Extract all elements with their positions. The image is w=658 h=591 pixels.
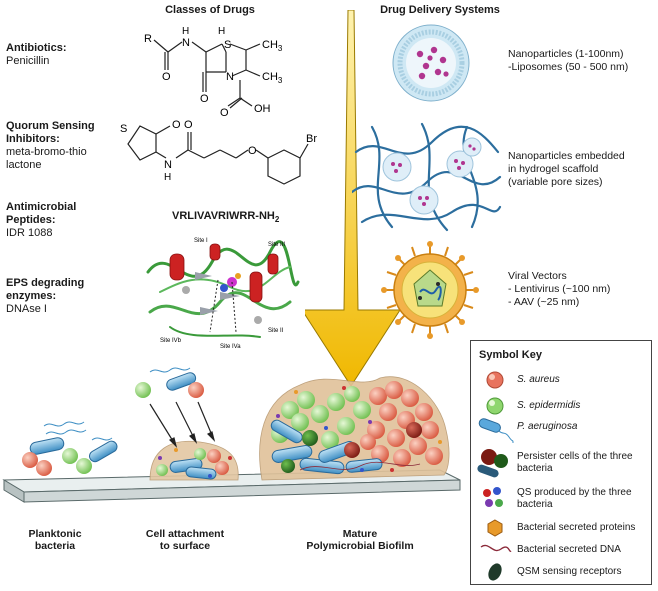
methyl-1-label: CH3 (262, 39, 283, 53)
key-label-proteins: Bacterial secreted proteins (517, 522, 636, 533)
key-label-qs: QS produced by the three bacteria (517, 487, 632, 510)
amp-example: IDR 1088 (6, 227, 53, 239)
viral-line-2: - Lentivirus (~100 nm) (508, 283, 611, 295)
key-row-dna: Bacterial secreted DNA (471, 537, 651, 563)
amide-n-label: N (182, 37, 190, 49)
peptide-sequence-subscript: 2 (274, 215, 280, 225)
hydrogel-description: Nanoparticles embedded in hydrogel scaff… (508, 150, 656, 189)
eps-title: EPS degrading enzymes: (6, 277, 85, 302)
key-label-receptors: QSM sensing receptors (517, 566, 622, 577)
ether-o-label: O (248, 145, 257, 157)
stage-mature-line-1: Mature (342, 528, 378, 540)
thio-s-label: S (120, 123, 127, 135)
stage-planktonic-line-2: bacteria (34, 540, 76, 552)
viral-line-1: Viral Vectors (508, 270, 567, 282)
penicillin-structure: R N H O H S N O CH3 CH3 O OH (144, 26, 283, 119)
aeruginosa-icon (478, 418, 514, 444)
key-row-aureus: S. aureus (471, 367, 651, 393)
bromine-label: Br (306, 133, 317, 145)
qsi-h-label: H (164, 172, 171, 183)
stage-attachment-label: Cell attachment to surface (130, 528, 240, 552)
site-1-label: Site I (194, 238, 208, 244)
site-2-label: Site II (268, 328, 284, 334)
biofilm-scene (2, 367, 461, 503)
carbonyl-o-label: O (220, 107, 229, 119)
viral-vector-description: Viral Vectors - Lentivirus (~100 nm) - A… (508, 270, 656, 309)
liposome-nanoparticle (392, 24, 470, 102)
viral-line-3: - AAV (~25 nm) (508, 296, 580, 308)
key-row-epidermidis: S. epidermidis (471, 393, 651, 419)
qsi-amide-o-label: O (184, 119, 193, 131)
site-4b-label: Site IVb (160, 338, 182, 344)
stage-attachment-line-2: to surface (159, 540, 211, 552)
eps-label: EPS degrading enzymes: DNAse I (6, 277, 116, 316)
receptor-icon (488, 563, 502, 581)
aureus-icon (486, 371, 504, 389)
peptide-sequence-text: VRLIVAVRIWRR-NH (172, 210, 275, 222)
dna-strand-icon (480, 544, 512, 552)
viral-vector (381, 241, 479, 339)
symbol-key: Symbol Key S. aureus S. epidermidis P. a… (470, 340, 652, 585)
ring-n-label: N (226, 71, 234, 83)
amp-label: Antimicrobial Peptides: IDR 1088 (6, 201, 116, 240)
hydroxyl-label: OH (254, 103, 271, 115)
qs-molecules-icon (483, 487, 503, 507)
amp-title: Antimicrobial Peptides: (6, 201, 77, 226)
stage-mature-label: Mature Polymicrobial Biofilm (290, 528, 430, 552)
sulfur-label: S (224, 39, 231, 51)
site-4a-label: Site IVa (220, 344, 241, 350)
persister-cells-icon (477, 449, 508, 478)
peptide-sequence: VRLIVAVRIWRR-NH2 (172, 210, 279, 224)
stage-attachment-line-1: Cell attachment (145, 528, 225, 540)
key-row-aeruginosa: P. aeruginosa (471, 417, 651, 447)
attachment-stage (135, 367, 239, 481)
mature-biofilm (259, 376, 450, 481)
key-label-dna: Bacterial secreted DNA (517, 544, 621, 555)
liposome-line-1: Nanoparticles (1-100nm) (508, 48, 624, 60)
drug-delivery-heading: Drug Delivery Systems (380, 4, 500, 16)
amide-h-label: H (182, 26, 189, 37)
stage-planktonic-line-1: Planktonic (28, 528, 82, 540)
lactam-o-label: O (200, 93, 209, 105)
dnase-enzyme-structure: Site I Site III Site IVb Site IVa Site I… (140, 232, 305, 352)
key-row-qs: QS produced by the three bacteria (471, 483, 651, 513)
symbol-key-title: Symbol Key (479, 349, 542, 361)
key-label-aureus: S. aureus (517, 374, 560, 385)
hexagon-icon (487, 519, 503, 537)
hydrogel-line-2: in hydrogel scaffold (508, 163, 599, 175)
methyl-2-label: CH3 (262, 71, 283, 85)
antibiotics-example: Penicillin (6, 55, 50, 67)
hydrogel-line-3: (variable pore sizes) (508, 176, 603, 188)
ring-h-label: H (218, 26, 225, 37)
qsi-label: Quorum Sensing Inhibitors: meta-bromo-th… (6, 120, 116, 172)
site-3-label: Site III (268, 242, 285, 248)
planktonic-bacteria (22, 421, 118, 476)
key-row-receptors: QSM sensing receptors (471, 559, 651, 585)
qsi-structure: S O N H O O Br (120, 119, 317, 185)
classes-of-drugs-heading: Classes of Drugs (165, 4, 255, 16)
stage-mature-line-2: Polymicrobial Biofilm (306, 540, 414, 552)
epidermidis-icon (486, 397, 504, 415)
stage-planktonic-label: Planktonic bacteria (10, 528, 100, 552)
key-row-persister: Persister cells of the three bacteria (471, 447, 651, 481)
r-group-label: R (144, 33, 152, 45)
qsi-example: meta-bromo-thio lactone (6, 146, 87, 171)
thio-o-label: O (172, 119, 181, 131)
key-label-aeruginosa: P. aeruginosa (517, 421, 578, 432)
amide-o-label: O (162, 71, 171, 83)
eps-example: DNAse I (6, 303, 47, 315)
liposome-line-2: -Liposomes (50 - 500 nm) (508, 61, 629, 73)
antibiotics-label: Antibiotics: Penicillin (6, 42, 116, 68)
hydrogel-scaffold (352, 122, 502, 232)
delivery-arrow (301, 10, 401, 387)
key-row-proteins: Bacterial secreted proteins (471, 515, 651, 541)
qsi-n-label: N (164, 159, 172, 171)
qsi-title: Quorum Sensing Inhibitors: (6, 120, 95, 145)
hydrogel-line-1: Nanoparticles embedded (508, 150, 625, 162)
key-label-persister: Persister cells of the three bacteria (517, 451, 633, 474)
liposome-description: Nanoparticles (1-100nm) -Liposomes (50 -… (508, 48, 656, 74)
key-label-epidermidis: S. epidermidis (517, 400, 581, 411)
antibiotics-title: Antibiotics: (6, 42, 67, 54)
